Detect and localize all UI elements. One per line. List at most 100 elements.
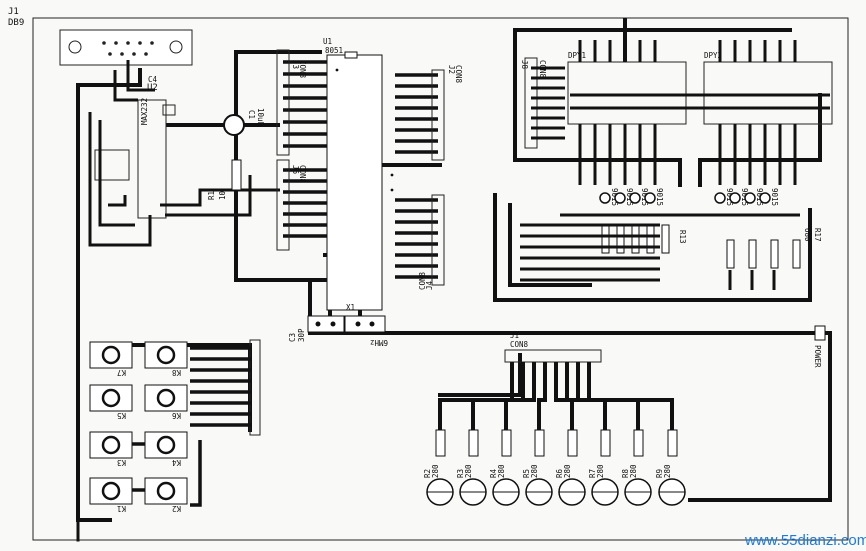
- label-j1b: J1: [510, 331, 519, 340]
- x1-crystal: X1 6MHz: [344, 303, 388, 347]
- led-resistor: [667, 429, 678, 457]
- label-j4: J4: [425, 280, 434, 290]
- label-r17-val: 680: [803, 228, 812, 242]
- u1-8051: U1 8051: [323, 37, 394, 311]
- transistor: [759, 192, 771, 204]
- led-resistor-label: R6: [555, 468, 564, 478]
- led-resistor-value: 280: [596, 464, 605, 478]
- label-c3: C3: [288, 333, 297, 342]
- led-trace: [587, 362, 674, 430]
- transistor: [629, 192, 641, 204]
- label-c1-val: 10uF: [256, 108, 265, 127]
- mid-resistor-row: [601, 224, 801, 269]
- key-switch-dome: [156, 435, 176, 455]
- label-r17: R17: [813, 228, 822, 242]
- led-resistor-label: R9: [655, 469, 664, 478]
- label-db9: DB9: [8, 18, 24, 28]
- c3-capacitor: C3 30P: [288, 315, 345, 342]
- key-switch-dome: [101, 481, 121, 501]
- led-resistor-label: R8: [621, 468, 630, 478]
- led-resistor-value: 280: [431, 464, 440, 478]
- j4-header: J4 CON8: [418, 194, 445, 290]
- j2-header: J2 CON8: [431, 65, 463, 161]
- j8-header: J8 CON8: [520, 57, 547, 149]
- key-label: K8: [171, 368, 181, 377]
- label-j2: J2: [447, 65, 456, 74]
- resistor: [748, 239, 757, 269]
- label-u1: U1: [323, 37, 332, 46]
- j6-header: J6 CON8: [276, 159, 307, 251]
- resistor: [726, 239, 735, 269]
- led-traces: [438, 362, 674, 430]
- label-j1b-part: CON8: [510, 340, 529, 349]
- led-resistor-label: R5: [522, 469, 531, 478]
- led-resistor: [501, 429, 512, 457]
- transistor: [729, 192, 741, 204]
- label-dpy1: DPY1: [568, 51, 586, 60]
- label-j8: J8: [520, 60, 529, 70]
- j3-header: J3 CON8: [276, 49, 307, 156]
- led-resistor: [468, 429, 479, 457]
- label-u1-part: 8051: [325, 46, 343, 55]
- key-label: K5: [117, 411, 126, 420]
- transistor: [644, 192, 656, 204]
- heavy-traces: [76, 18, 832, 542]
- led-resistor-value: 280: [497, 464, 506, 478]
- led-resistor: [435, 429, 446, 457]
- led-resistor-label: R4: [489, 468, 498, 478]
- r1-resistor: R1 10: [207, 159, 242, 200]
- transistor-label: 9015: [655, 188, 664, 206]
- key-traces: [132, 346, 252, 507]
- led-trace: [554, 362, 574, 430]
- label-j1: J1: [8, 7, 19, 17]
- key-label: K4: [171, 458, 181, 467]
- power-connector: POWER: [813, 325, 826, 368]
- key-header: [249, 339, 261, 436]
- key-trace: [190, 440, 202, 507]
- label-c3-val: 30P: [297, 328, 306, 342]
- j1-led-header: J1 CON8: [504, 331, 602, 363]
- board-outline: [32, 17, 849, 541]
- label-r1: R1: [207, 191, 216, 200]
- label-r13: R13: [678, 230, 687, 244]
- led-resistor-value: 280: [663, 464, 672, 478]
- key-switch-dome: [101, 388, 121, 408]
- led-resistor-value: 280: [629, 464, 638, 478]
- key-label: K1: [117, 504, 126, 513]
- led-resistor: [633, 429, 644, 457]
- label-dpy2: DPY2: [704, 51, 722, 60]
- label-c-u2: C4: [148, 75, 158, 84]
- key-switch-dome: [101, 435, 121, 455]
- display-traces: [531, 40, 830, 185]
- label-j4-part: CON8: [418, 271, 427, 290]
- led-resistor-value: 280: [563, 464, 572, 478]
- led-resistor-label: R3: [456, 469, 465, 478]
- c1-capacitor: C1 10uF: [223, 108, 265, 136]
- watermark: www.55dianzi.com: [744, 532, 866, 549]
- led-resistor-value: 280: [464, 464, 473, 478]
- label-x1: X1: [346, 303, 355, 312]
- u1-right-pin-traces: [395, 73, 438, 279]
- transistor: [744, 192, 756, 204]
- label-c1: C1: [247, 110, 256, 119]
- led-resistor-label: R2: [423, 469, 432, 478]
- key-label: K7: [117, 368, 126, 377]
- key-label: K2: [172, 504, 181, 513]
- key-label: K3: [117, 458, 126, 467]
- transistor-label: 9015: [770, 188, 779, 206]
- led-trace: [504, 362, 536, 430]
- label-j3-part: CON8: [298, 60, 307, 79]
- resistor: [601, 224, 610, 254]
- transistor: [614, 192, 626, 204]
- label-r1-val: 10: [218, 190, 227, 200]
- key-label: K6: [171, 411, 181, 420]
- label-x1-val: 6MHz: [370, 338, 388, 347]
- transistor-row: 90159015901590159015901590159015: [599, 188, 779, 206]
- dpy2-display: DPY2: [703, 51, 833, 125]
- db9-connector: [59, 29, 193, 66]
- key-grid: K1 K2 K3 K4 K5 K6 K7 K8: [89, 341, 188, 513]
- dpy1-display: DPY1: [567, 51, 687, 125]
